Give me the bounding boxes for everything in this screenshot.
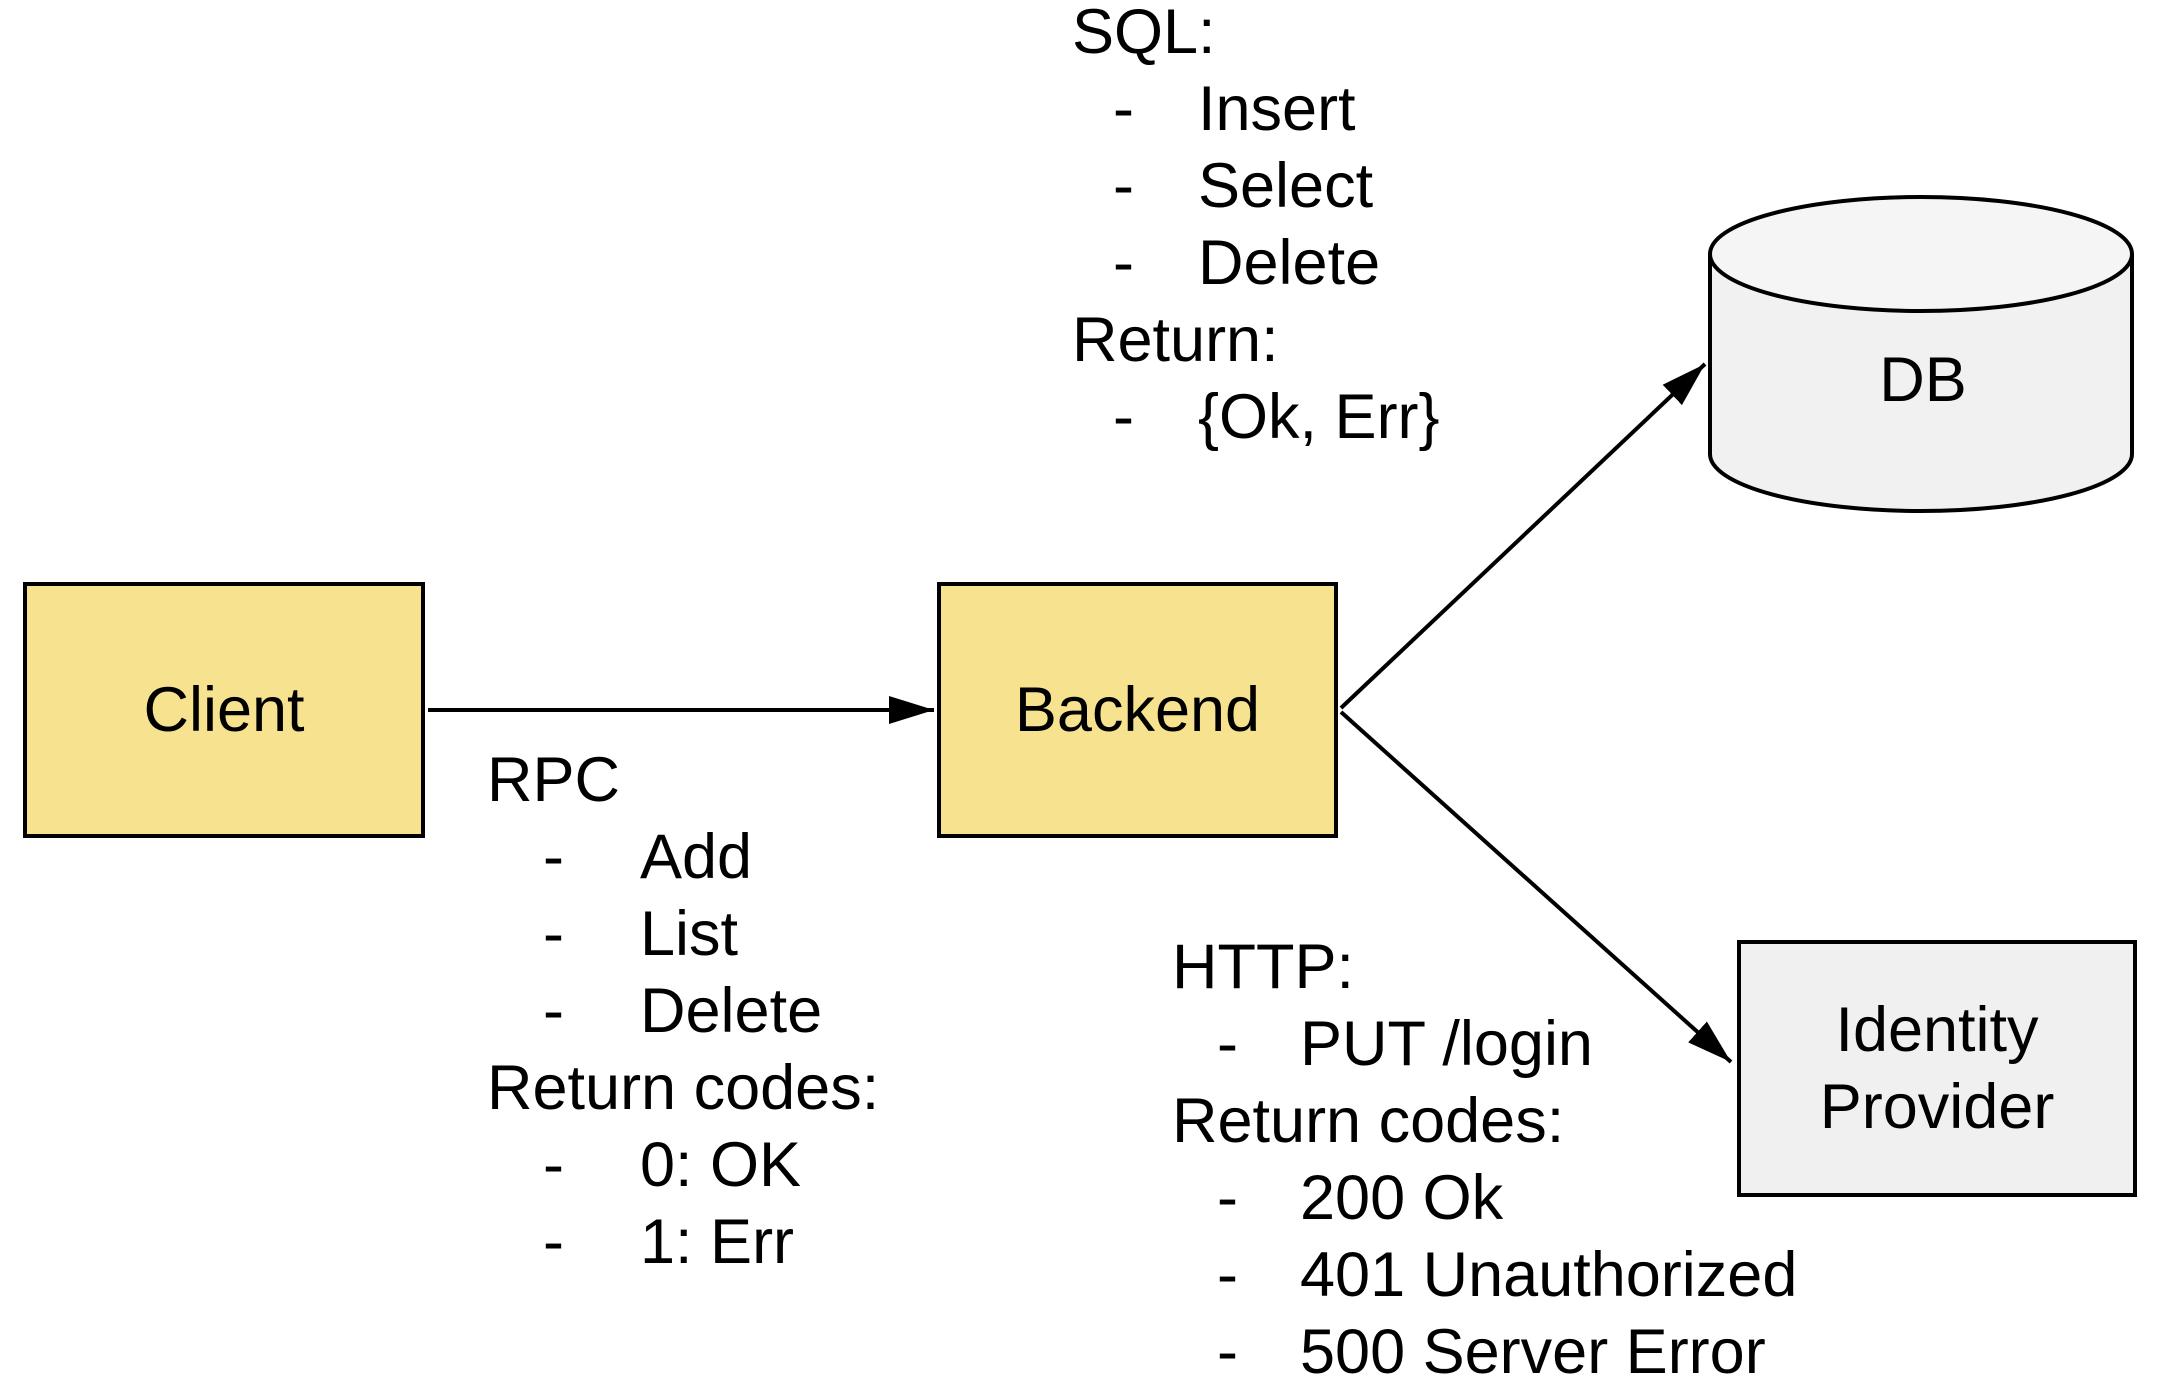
list-item-label: Delete (1198, 228, 1381, 298)
list-item: -200 Ok (1172, 1160, 1797, 1237)
bullet-dash: - (1113, 228, 1134, 298)
identity-provider-node: Identity Provider (1737, 940, 2137, 1197)
list-item-label: Select (1198, 151, 1374, 221)
bullet-dash: - (1217, 1317, 1238, 1387)
client-node: Client (23, 582, 425, 838)
sql-items-list: -Insert-Select-Delete (1072, 71, 1440, 302)
list-item: - Delete (487, 973, 879, 1050)
sql-return-title: Return: (1072, 305, 1279, 375)
bullet-dash: - (1217, 1240, 1238, 1310)
list-item: -PUT /login (1172, 1006, 1797, 1083)
list-item: -Select (1072, 148, 1440, 225)
rpc-return-list: - 0: OK - 1: Err (487, 1127, 879, 1281)
bullet-dash: - (543, 822, 564, 892)
sql-annotation-title: SQL: (1072, 0, 1216, 67)
list-item: - 0: OK (487, 1127, 879, 1204)
rpc-annotation-title: RPC (487, 745, 621, 815)
list-item-label: Insert (1198, 74, 1356, 144)
http-return-title: Return codes: (1172, 1086, 1565, 1156)
rpc-return-title: Return codes: (487, 1053, 880, 1123)
backend-node-label: Backend (1014, 674, 1261, 745)
bullet-dash: - (1113, 382, 1134, 452)
bullet-dash: - (1113, 151, 1134, 221)
bullet-dash: - (1217, 1009, 1238, 1079)
http-return-list: -200 Ok-401 Unauthorized-500 Server Erro… (1172, 1160, 1797, 1391)
list-item: - Add (487, 819, 879, 896)
list-item: -Insert (1072, 71, 1440, 148)
list-item-label: Delete (640, 976, 823, 1046)
list-item: - List (487, 896, 879, 973)
db-node-label: DB (1879, 344, 1967, 415)
bullet-dash: - (543, 1207, 564, 1277)
sql-annotation: SQL: -Insert-Select-Delete Return: -{Ok,… (1072, 0, 1440, 456)
list-item-label: 200 Ok (1300, 1163, 1504, 1233)
list-item-label: List (640, 899, 739, 969)
backend-node: Backend (937, 582, 1338, 838)
bullet-dash: - (1217, 1163, 1238, 1233)
list-item: -500 Server Error (1172, 1314, 1797, 1391)
list-item: -401 Unauthorized (1172, 1237, 1797, 1314)
http-annotation-title: HTTP: (1172, 932, 1354, 1002)
db-cylinder-icon (1708, 195, 2134, 513)
bullet-dash: - (543, 899, 564, 969)
rpc-items-list: - Add - List - Delete (487, 819, 879, 1050)
list-item-label: 401 Unauthorized (1300, 1240, 1798, 1310)
list-item-label: 0: OK (640, 1130, 802, 1200)
list-item-label: 1: Err (640, 1207, 795, 1277)
list-item-label: 500 Server Error (1300, 1317, 1766, 1387)
bullet-dash: - (543, 976, 564, 1046)
list-item-label: PUT /login (1300, 1009, 1593, 1079)
http-items-list: -PUT /login (1172, 1006, 1797, 1083)
sql-return-list: -{Ok, Err} (1072, 379, 1440, 456)
bullet-dash: - (543, 1130, 564, 1200)
list-item: -Delete (1072, 225, 1440, 302)
db-node: DB (1708, 255, 2138, 505)
list-item: -{Ok, Err} (1072, 379, 1440, 456)
list-item-label: {Ok, Err} (1198, 382, 1440, 452)
client-node-label: Client (143, 674, 305, 745)
http-annotation: HTTP: -PUT /login Return codes: -200 Ok-… (1172, 929, 1797, 1391)
bullet-dash: - (1113, 74, 1134, 144)
list-item-label: Add (640, 822, 753, 892)
list-item: - 1: Err (487, 1204, 879, 1281)
rpc-annotation: RPC - Add - List - Delete Return codes: - 0: O… (487, 742, 879, 1281)
identity-provider-node-label: Identity Provider (1819, 994, 2055, 1142)
